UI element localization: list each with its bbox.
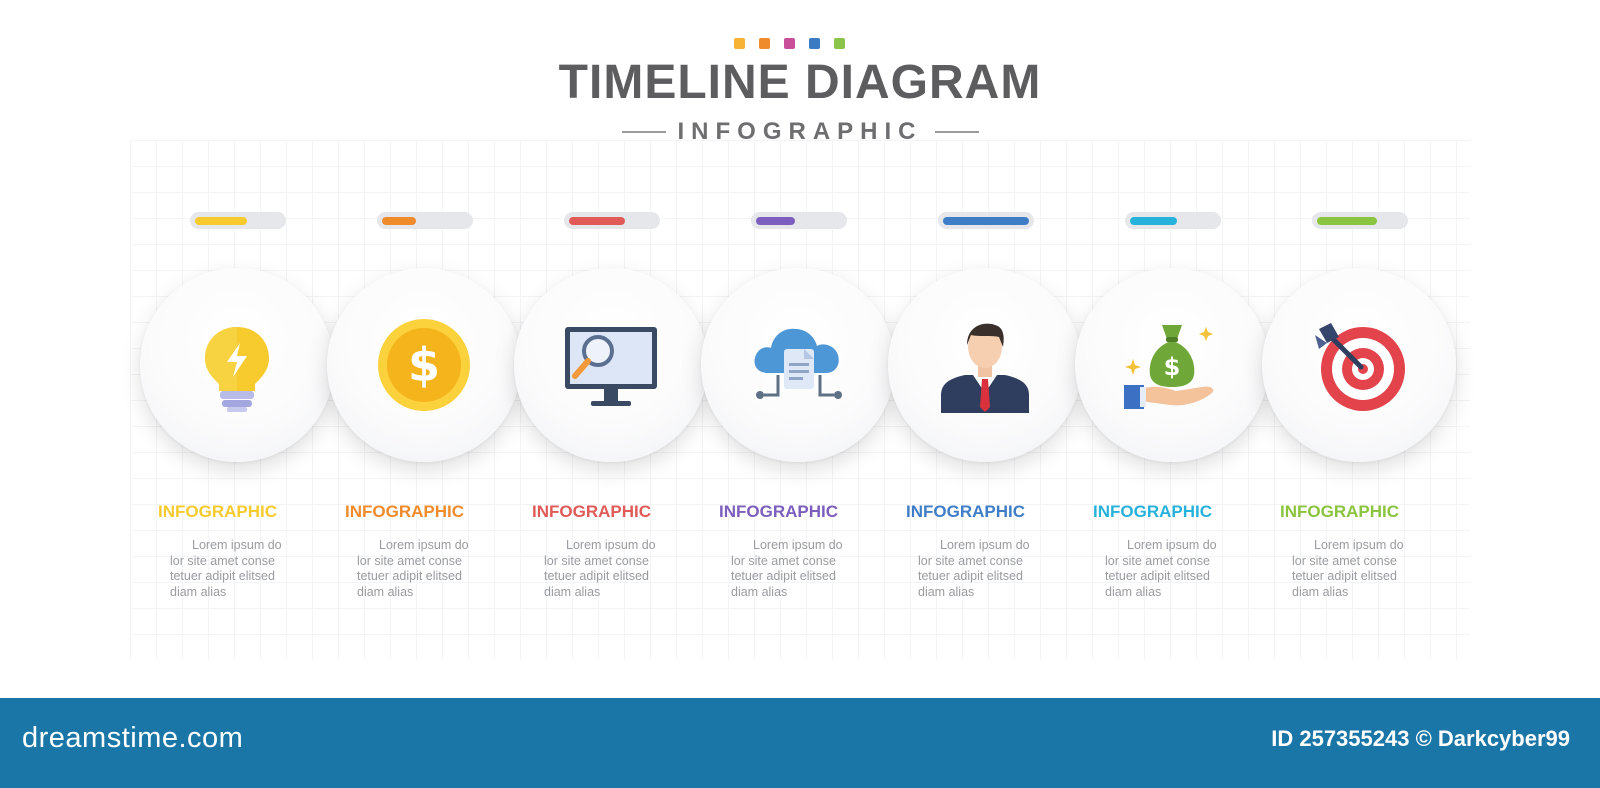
step-circle: [701, 268, 895, 462]
progress-bar-fill: [382, 217, 416, 225]
footer-bar: dreamstime.com ID 257355243 © Darkcyber9…: [0, 698, 1600, 788]
page-subtitle: INFOGRAPHIC: [677, 118, 923, 145]
step-label: INFOGRAPHIC: [906, 502, 1025, 521]
header-dot-1: [734, 38, 745, 49]
step-circle: [140, 268, 334, 462]
step-circle: [514, 268, 708, 462]
progress-bar: [1312, 212, 1408, 229]
progress-bar: [1125, 212, 1221, 229]
progress-bar-fill: [569, 217, 625, 225]
progress-bar: [190, 212, 286, 229]
svg-text:$: $: [408, 338, 440, 392]
page-title: TIMELINE DIAGRAM: [558, 56, 1042, 109]
header-color-dots: [734, 38, 845, 49]
progress-bar: [751, 212, 847, 229]
businessman-icon: [941, 323, 1029, 413]
progress-bar: [938, 212, 1034, 229]
monitor-search-icon: [565, 327, 657, 406]
money-bag-hand-icon: $: [1124, 325, 1214, 409]
step-label: INFOGRAPHIC: [345, 502, 464, 521]
subtitle-line-left: [621, 131, 666, 133]
subtitle-line-right: [934, 131, 979, 133]
step-circle: $: [1075, 268, 1269, 462]
brand-logo[interactable]: dreamstime.com: [22, 722, 244, 754]
image-credit: ID 257355243 © Darkcyber99: [1271, 726, 1570, 751]
progress-bar: [377, 212, 473, 229]
dollar-coin-icon: $: [378, 319, 470, 411]
progress-bar-fill: [943, 217, 1029, 225]
target-arrow-icon: [1315, 323, 1405, 411]
svg-text:$: $: [1164, 353, 1181, 381]
step-circle: [1262, 268, 1456, 462]
cloud-document-icon: [754, 328, 842, 399]
lightbulb-icon: [205, 327, 269, 412]
header-dot-3: [784, 38, 795, 49]
step-label: INFOGRAPHIC: [1093, 502, 1212, 521]
step-circle: [888, 268, 1082, 462]
header-dot-4: [809, 38, 820, 49]
subtitle-row: INFOGRAPHIC: [0, 118, 1600, 146]
progress-bar-fill: [1317, 217, 1377, 225]
step-label: INFOGRAPHIC: [1280, 502, 1399, 521]
step-circle: $: [327, 268, 521, 462]
header-dot-5: [834, 38, 845, 49]
progress-bar-fill: [1130, 217, 1177, 225]
step-label: INFOGRAPHIC: [532, 502, 651, 521]
progress-bar-fill: [756, 217, 795, 225]
progress-bar: [564, 212, 660, 229]
step-label: INFOGRAPHIC: [719, 502, 838, 521]
progress-bar-fill: [195, 217, 247, 225]
header-dot-2: [759, 38, 770, 49]
step-label: INFOGRAPHIC: [158, 502, 277, 521]
